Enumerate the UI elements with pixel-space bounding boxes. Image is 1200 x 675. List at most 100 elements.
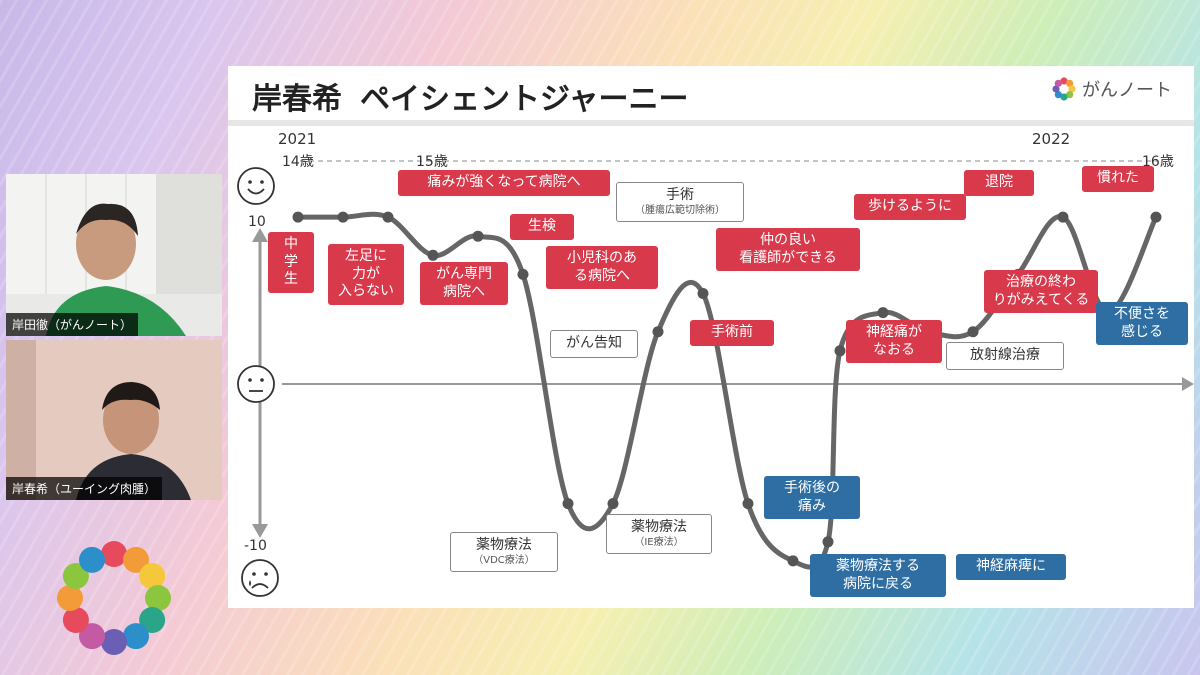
label-yakubutsu-ie-subtext: （IE療法）: [634, 536, 684, 548]
data-point: [1057, 211, 1069, 223]
slide-title-suffix: ペイシェントジャーニー: [360, 82, 689, 117]
slide-title: 岸春希ペイシェントジャーニー: [252, 74, 689, 118]
logo-petal: [101, 541, 127, 567]
label-chiryo-owari-text: 治療の終わ りがみえてくる: [992, 274, 1090, 308]
logo-petal: [62, 607, 89, 633]
participant-video-1[interactable]: 岸田徹（がんノート）: [6, 174, 222, 336]
data-point: [427, 249, 439, 261]
logo-petal: [1068, 85, 1076, 93]
label-shujutsu: 手術（腫瘍広範切除術）: [616, 182, 744, 222]
label-shinkeimahi-text: 神経麻痺に: [976, 558, 1046, 574]
logo-petal: [101, 629, 127, 655]
label-shujutsumae-text: 手術前: [711, 324, 753, 340]
label-seiken-text: 生検: [528, 218, 556, 234]
data-point: [877, 307, 889, 319]
label-houshasen: 放射線治療: [946, 342, 1064, 370]
label-yakubutsu-vdc-text: 薬物療法: [476, 537, 532, 553]
data-point: [967, 326, 979, 338]
data-point: [822, 536, 834, 548]
scale-top-label: 10: [248, 214, 266, 230]
label-yakubutsu-modoru-text: 薬物療法する 病院に戻る: [836, 558, 920, 592]
age-start-label: 14歳: [282, 154, 314, 170]
logo-petal: [1060, 93, 1068, 101]
label-hidariashi: 左足に 力が 入らない: [328, 244, 404, 305]
year-end-label: 2022: [1032, 130, 1070, 148]
logo-petal: [123, 623, 149, 650]
participant-video-2[interactable]: 岸春希（ユーイング肉腫）: [6, 340, 222, 500]
title-divider: [228, 120, 1194, 126]
data-point: [697, 288, 709, 299]
data-point: [787, 555, 799, 567]
logo-petal: [57, 585, 83, 611]
scale-bottom-label: -10: [244, 538, 267, 554]
gan-note-logo: [57, 541, 171, 655]
horizontal-axis-arrow: [1182, 377, 1194, 391]
label-seiken: 生検: [510, 214, 574, 240]
logo-petal: [139, 563, 166, 589]
label-yakubutsu-vdc-subtext: （VDC療法）: [473, 554, 535, 566]
data-point: [834, 345, 846, 357]
axis-arrow-up: [252, 228, 268, 242]
label-yakubutsu-vdc: 薬物療法（VDC療法）: [450, 532, 558, 572]
sad-face-icon: [241, 559, 279, 597]
logo-petal: [79, 546, 105, 573]
axis-arrow-down: [252, 524, 268, 538]
participant-2-image: [6, 340, 222, 500]
data-point: [472, 230, 484, 242]
logo-petal: [79, 623, 105, 650]
label-yakubutsu-modoru: 薬物療法する 病院に戻る: [810, 554, 946, 597]
participant-1-image: [6, 174, 222, 336]
label-arukeru-text: 歩けるように: [868, 198, 952, 214]
data-point: [517, 268, 529, 280]
logo-petal: [1066, 91, 1074, 99]
label-chiryo-owari: 治療の終わ りがみえてくる: [984, 270, 1098, 313]
logo-petal: [1060, 77, 1068, 85]
data-point: [292, 211, 304, 223]
participant-1-name: 岸田徹（がんノート）: [6, 313, 139, 336]
label-hidariashi-text: 左足に 力が 入らない: [338, 248, 394, 299]
data-point: [742, 498, 754, 510]
label-shujutsugo-text: 手術後の 痛み: [784, 480, 840, 514]
label-shujutsu-subtext: （腫瘍広範切除術）: [635, 204, 725, 216]
label-shonika-text: 小児科のあ る病院へ: [567, 250, 637, 284]
label-nareta: 慣れた: [1082, 166, 1154, 192]
label-gan-senmon-text: がん専門 病院へ: [436, 266, 492, 300]
label-yakubutsu-ie-text: 薬物療法: [631, 519, 687, 535]
slide-logo-text: がんノート: [1082, 80, 1172, 101]
data-point: [382, 211, 394, 223]
logo-petal: [1054, 91, 1062, 99]
label-nareta-text: 慣れた: [1097, 170, 1139, 186]
label-taiin-text: 退院: [985, 174, 1013, 190]
data-point: [1150, 211, 1162, 223]
logo-petal: [145, 585, 171, 611]
label-nakanoyoi-text: 仲の良い 看護師ができる: [739, 232, 837, 266]
data-point: [652, 326, 664, 338]
slide-logo: がんノート: [1052, 76, 1172, 102]
label-shinkeitsu: 神経痛が なおる: [846, 320, 942, 363]
label-shujutsumae: 手術前: [690, 320, 774, 346]
label-arukeru: 歩けるように: [854, 194, 966, 220]
data-point: [562, 498, 574, 510]
logo-petal: [1052, 85, 1060, 93]
logo-petal: [1054, 79, 1062, 87]
label-taiin: 退院: [964, 170, 1034, 196]
logo-petal: [62, 563, 89, 589]
data-point: [607, 498, 619, 510]
label-fuben: 不便さを 感じる: [1096, 302, 1188, 345]
logo-petal: [139, 607, 166, 633]
label-gan-senmon: がん専門 病院へ: [420, 262, 508, 305]
label-itami-text: 痛みが強くなって病院へ: [427, 174, 581, 190]
logo-petal: [1066, 79, 1074, 87]
label-yakubutsu-ie: 薬物療法（IE療法）: [606, 514, 712, 554]
age-mid-label: 15歳: [416, 154, 448, 170]
label-chugakusei-text: 中 学 生: [284, 236, 298, 287]
slide-title-name: 岸春希: [252, 82, 342, 117]
data-point: [337, 211, 349, 223]
label-gan-kokuchi: がん告知: [550, 330, 638, 358]
label-houshasen-text: 放射線治療: [970, 347, 1040, 363]
flower-logo-icon: [1052, 77, 1076, 101]
label-fuben-text: 不便さを 感じる: [1114, 306, 1170, 340]
label-shujutsugo: 手術後の 痛み: [764, 476, 860, 519]
label-itami: 痛みが強くなって病院へ: [398, 170, 610, 196]
